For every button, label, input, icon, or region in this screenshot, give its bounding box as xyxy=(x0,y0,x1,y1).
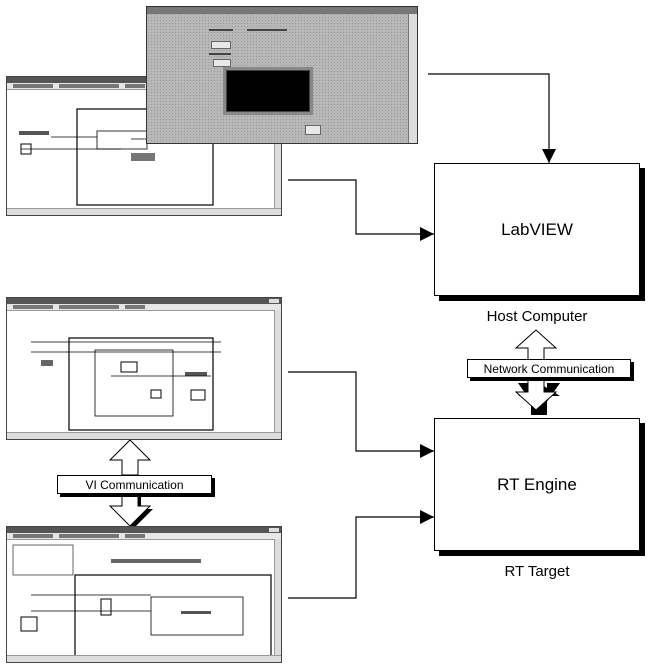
vertical-scrollbar[interactable] xyxy=(274,539,281,656)
toolbar xyxy=(7,304,281,311)
vi-communication-label: VI Communication xyxy=(57,475,212,494)
rt-vi-window-bottom[interactable] xyxy=(6,526,282,663)
vertical-scrollbar[interactable] xyxy=(274,89,281,209)
horizontal-scrollbar[interactable] xyxy=(7,432,281,439)
host-front-panel-window[interactable] xyxy=(146,6,418,144)
arrow-vi-bottom-to-rt xyxy=(288,510,434,599)
toolbar xyxy=(7,83,281,90)
control-field[interactable] xyxy=(211,41,231,49)
rt-target-caption: RT Target xyxy=(504,563,570,580)
arrow-vi-top-to-rt xyxy=(288,371,434,458)
window-buttons-icon[interactable] xyxy=(269,528,279,532)
horizontal-scrollbar[interactable] xyxy=(7,208,281,215)
rt-vi-window-top[interactable] xyxy=(6,297,282,440)
vertical-scrollbar[interactable] xyxy=(408,14,417,143)
rt-engine-box: RT Engine xyxy=(434,418,640,551)
arrow-host-vi-to-host xyxy=(288,179,434,241)
stop-button[interactable] xyxy=(305,125,321,135)
labview-box: LabVIEW xyxy=(434,163,640,296)
title-bar xyxy=(147,7,417,14)
window-buttons-icon[interactable] xyxy=(269,299,279,303)
horizontal-scrollbar[interactable] xyxy=(7,655,281,662)
host-computer-caption: Host Computer xyxy=(486,308,588,325)
block-diagram xyxy=(12,544,272,659)
network-double-arrow-icon xyxy=(514,329,560,415)
block-diagram xyxy=(31,337,221,431)
control-field[interactable] xyxy=(213,59,231,67)
title-bar xyxy=(7,298,281,304)
network-communication-label: Network Communication xyxy=(467,359,631,378)
vertical-scrollbar[interactable] xyxy=(274,310,281,433)
toolbar xyxy=(7,533,281,540)
rt-engine-label: RT Engine xyxy=(497,474,577,494)
labview-label: LabVIEW xyxy=(501,219,573,239)
title-bar xyxy=(7,527,281,533)
display-screen xyxy=(223,67,313,115)
arrow-dialog-to-host xyxy=(428,73,556,163)
